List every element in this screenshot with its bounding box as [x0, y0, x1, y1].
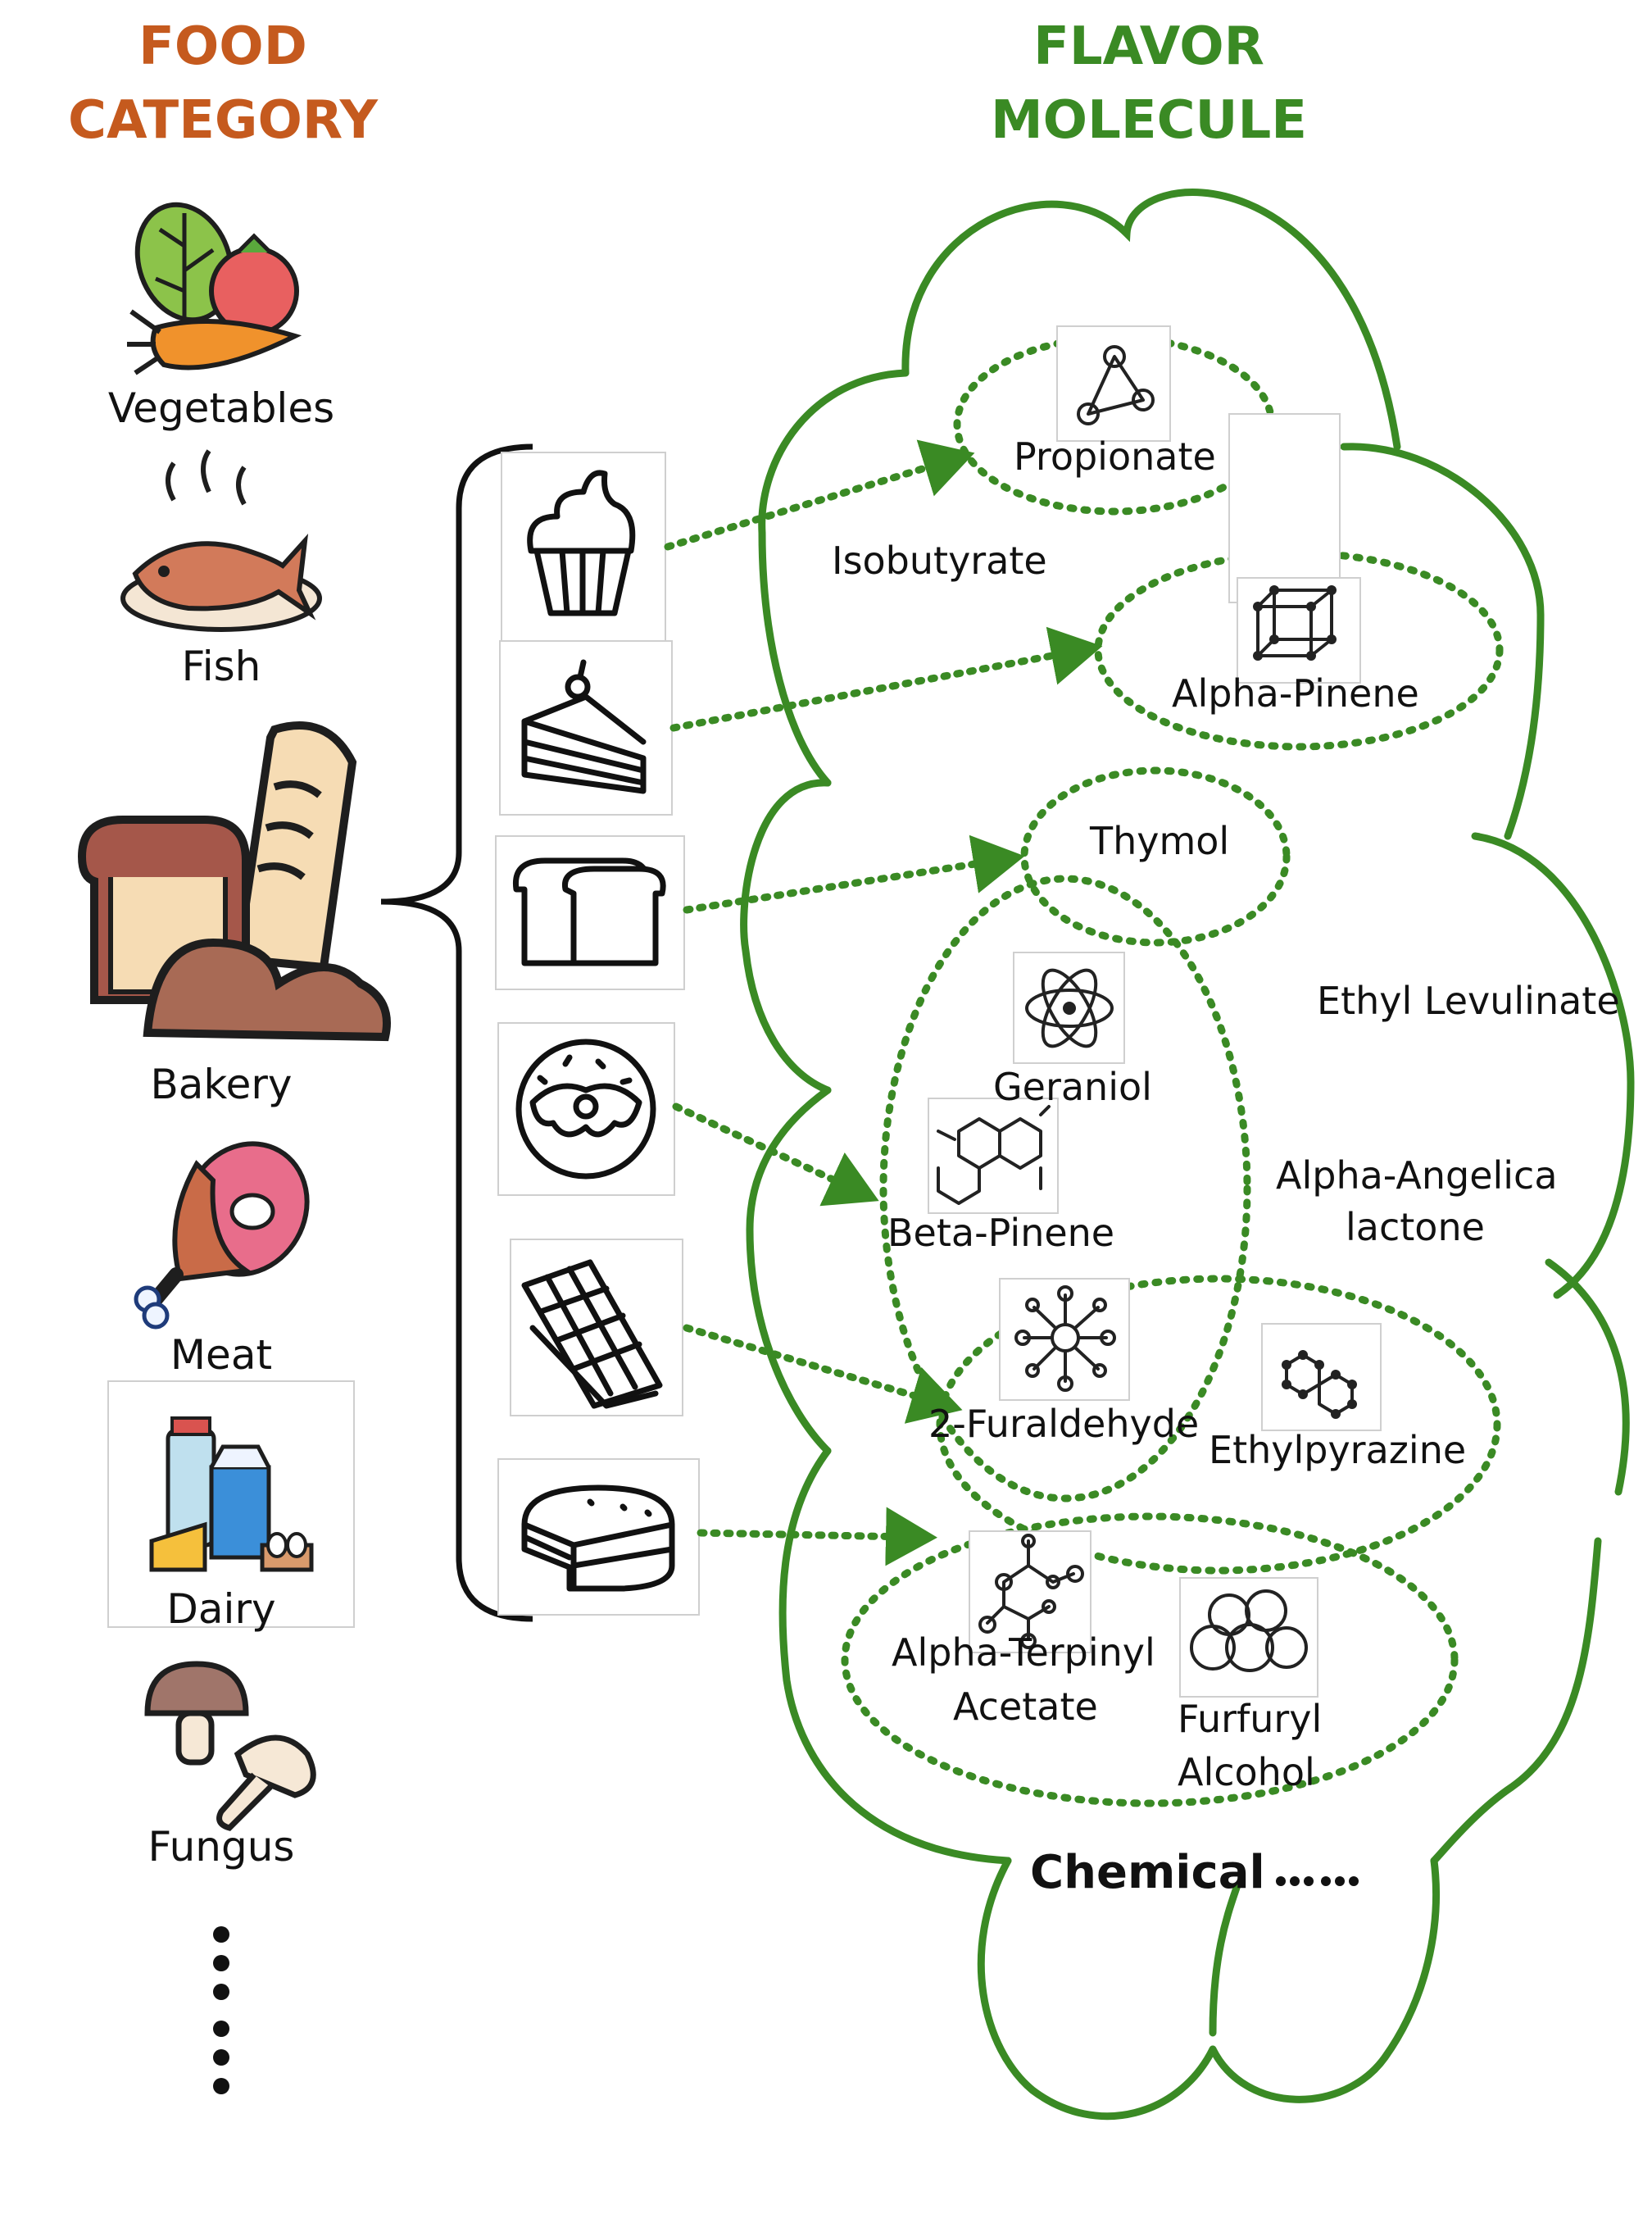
ellipse-geraniol-group — [879, 875, 1251, 1502]
blank-molecule-box — [1228, 413, 1341, 603]
food-heading-line1: FOOD — [138, 16, 307, 77]
molecule-alpha-angelica-line1: Alpha-Angelica — [1276, 1153, 1558, 1198]
arrow-cupcake-to-propionate — [664, 439, 975, 551]
donut-icon — [515, 1039, 656, 1180]
molecule-2-furaldehyde: 2-Furaldehyde — [928, 1402, 1199, 1446]
bakery-item-cupcake — [501, 452, 666, 646]
category-bakery: Bakery — [150, 1061, 292, 1108]
meat-icon — [134, 1141, 310, 1330]
arrow-bread-to-thymol — [683, 834, 1025, 914]
molecule-alpha-angelica-line2: lactone — [1346, 1205, 1485, 1249]
ellipse-furaldehyde-group — [936, 1275, 1501, 1575]
vegetables-icon — [127, 202, 302, 375]
molecule-furfuryl-line2: Alcohol — [1178, 1750, 1315, 1794]
molecule-ethyl-levulinate: Ethyl Levulinate — [1317, 979, 1620, 1023]
arrow-cake-to-alpha-pinene — [669, 626, 1103, 732]
category-fungus: Fungus — [148, 1823, 295, 1871]
category-vegetables: Vegetables — [108, 384, 334, 432]
molecule-thymol: Thymol — [1089, 819, 1229, 863]
molecule-chemical: Chemical — [1030, 1846, 1265, 1899]
bakery-item-cake-slice — [499, 640, 673, 816]
fish-icon — [120, 449, 322, 632]
bakery-icon — [77, 721, 391, 1042]
molecule-alpha-pinene: Alpha-Pinene — [1172, 671, 1419, 716]
category-dairy: Dairy — [166, 1585, 275, 1633]
molecule-isobutyrate: Isobutyrate — [832, 539, 1047, 583]
cake-slice-icon — [521, 659, 647, 794]
flavor-molecule-cloud — [740, 189, 1635, 2121]
category-meat: Meat — [170, 1331, 272, 1379]
category-fish: Fish — [182, 643, 261, 690]
alpha-terpinyl-acetate-molecule-icon — [969, 1530, 1092, 1653]
arrow-cheesecake-to-terpinyl — [697, 1507, 937, 1566]
cupcake-icon — [527, 470, 636, 616]
fungus-icon — [144, 1661, 316, 1831]
chocolate-bar-icon — [521, 1259, 663, 1409]
bakery-item-donut — [497, 1022, 675, 1196]
flavor-heading-line2: MOLECULE — [991, 90, 1307, 151]
food-heading-line2: CATEGORY — [68, 90, 379, 151]
furaldehyde-molecule-icon — [999, 1278, 1130, 1401]
molecule-furfuryl-line1: Furfuryl — [1178, 1697, 1322, 1741]
bakery-item-cheesecake — [497, 1458, 700, 1616]
molecule-alpha-terpinyl-line1: Alpha-Terpinyl — [892, 1630, 1155, 1675]
more-chemicals-dots — [1276, 1876, 1359, 1886]
molecule-alpha-terpinyl-line2: Acetate — [953, 1684, 1098, 1729]
bread-loaf-icon — [512, 857, 666, 966]
molecule-propionate: Propionate — [1014, 434, 1216, 479]
ethylpyrazine-molecule-icon — [1261, 1323, 1382, 1431]
beta-pinene-molecule-icon — [928, 1098, 1059, 1214]
geraniol-molecule-icon — [1013, 952, 1125, 1064]
propionate-molecule-icon — [1056, 325, 1171, 442]
bakery-item-chocolate-bar — [510, 1239, 683, 1416]
dairy-icon — [149, 1416, 314, 1572]
molecule-beta-pinene: Beta-Pinene — [887, 1211, 1114, 1255]
furfuryl-alcohol-molecule-icon — [1179, 1577, 1318, 1698]
alpha-pinene-molecule-icon — [1237, 577, 1361, 684]
arrow-chocolate-to-furaldehyde — [683, 1324, 963, 1424]
cheesecake-icon — [521, 1484, 675, 1592]
arrow-donut-to-geraniol-group — [672, 1102, 879, 1207]
bakery-item-bread-loaf — [495, 835, 685, 990]
grouping-brace — [380, 443, 533, 1622]
flavor-heading-line1: FLAVOR — [1033, 16, 1264, 77]
more-categories-dots — [213, 1926, 229, 2094]
molecule-geraniol: Geraniol — [993, 1065, 1152, 1109]
ellipse-terpinyl-group — [841, 1512, 1459, 1807]
molecule-ethylpyrazine: Ethylpyrazine — [1209, 1428, 1466, 1472]
